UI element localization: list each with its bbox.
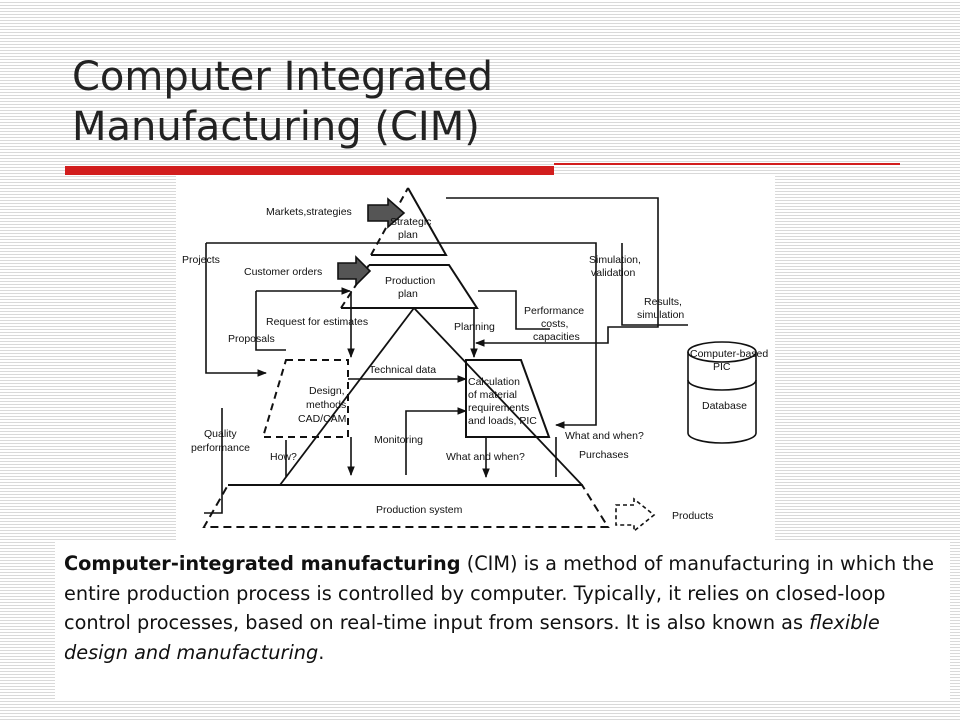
label-what-when-right: What and when? (565, 430, 644, 442)
production-plan-shape (341, 264, 479, 309)
label-methods: methods, (306, 399, 349, 411)
label-technical-data: Technical data (369, 364, 436, 376)
label-costs: costs, (541, 318, 568, 330)
label-projects: Projects (182, 254, 220, 266)
label-markets: Markets,strategies (266, 206, 352, 218)
label-quality: Quality (204, 428, 237, 440)
label-monitoring: Monitoring (374, 434, 423, 446)
label-production-system: Production system (376, 504, 463, 516)
cim-diagram-svg: Markets,strategies Strategic plan Projec… (182, 187, 768, 533)
description-alias: flexible design and manufacturing (64, 611, 880, 664)
label-of-material: of material (468, 389, 517, 401)
slide-title-line-2: Manufacturing (CIM) (72, 104, 480, 150)
label-what-when-mid: What and when? (446, 451, 525, 463)
label-results: Results, (644, 296, 682, 308)
label-performance: Performance (524, 305, 584, 317)
label-capacities: capacities (533, 331, 580, 343)
label-computer-based: Computer-based (690, 348, 768, 360)
description-paragraph: Computer-integrated manufacturing (CIM) … (64, 549, 944, 667)
slide-title: Computer Integrated Manufacturing (CIM) (72, 52, 493, 152)
description-body: (CIM) is a method of manufacturing in wh… (64, 552, 934, 634)
products-arrow (615, 497, 656, 533)
design-shape (261, 359, 349, 438)
title-accent-bar (65, 166, 554, 175)
label-results-simulation: simulation (637, 309, 684, 321)
description-term: Computer-integrated manufacturing (64, 552, 461, 575)
label-production: Production (385, 275, 435, 287)
label-validation: validation (591, 267, 636, 279)
title-accent-line (554, 163, 900, 165)
label-database: Database (702, 400, 747, 412)
description-end: . (318, 640, 325, 664)
cim-diagram: Markets,strategies Strategic plan Projec… (176, 175, 775, 545)
label-strategic-plan: plan (398, 229, 418, 241)
label-loads-pic: and loads, PIC (468, 415, 537, 427)
label-quality-performance: performance (191, 442, 250, 454)
label-strategic: Strategic (390, 216, 431, 228)
label-planning: Planning (454, 321, 495, 333)
label-purchases: Purchases (579, 449, 629, 461)
description-panel (55, 541, 950, 700)
label-design: Design, (309, 385, 345, 397)
label-pic: PIC (713, 361, 731, 373)
label-proposals: Proposals (228, 333, 275, 345)
database-cylinder (687, 341, 757, 444)
strategic-plan-shape (371, 187, 448, 256)
label-requirements: requirements (468, 402, 529, 414)
label-products: Products (672, 510, 713, 522)
label-cad-cam: CAD/CAM (298, 413, 346, 425)
label-simulation: Simulation, (589, 254, 641, 266)
label-customer-orders: Customer orders (244, 266, 322, 278)
label-request-estimates: Request for estimates (266, 316, 368, 328)
label-how: How? (270, 451, 297, 463)
slide-title-line-1: Computer Integrated (72, 54, 494, 100)
label-calculation: Calculation (468, 376, 520, 388)
label-production-plan: plan (398, 288, 418, 300)
